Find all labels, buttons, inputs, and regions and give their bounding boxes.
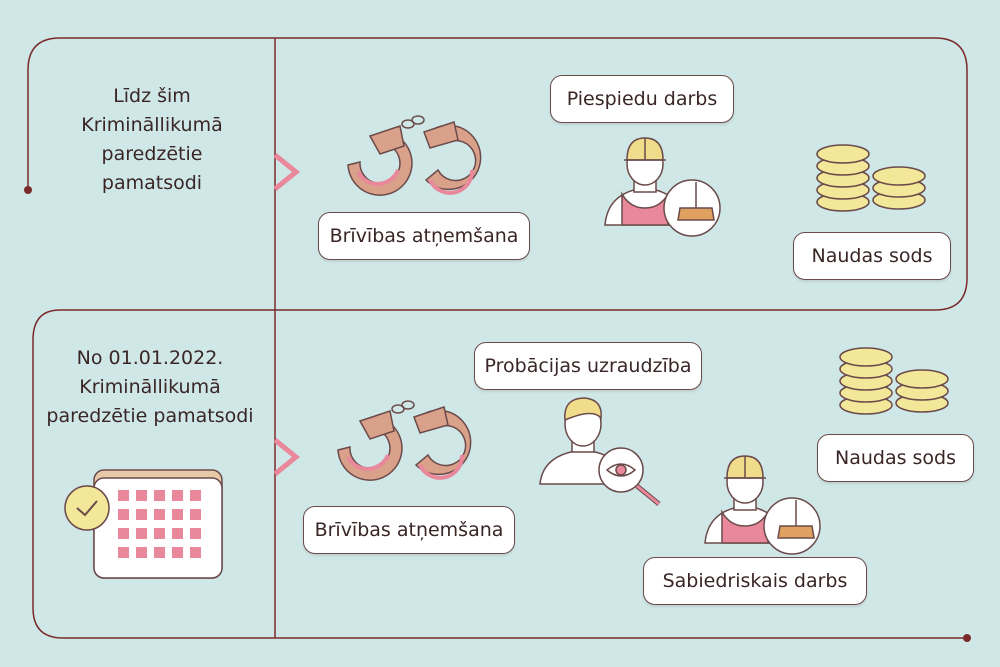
title-line: pamatsodi <box>101 172 203 194</box>
title-line: Līdz šim <box>113 85 191 107</box>
handcuffs-icon <box>337 400 472 481</box>
title-line: Krimināllikumā <box>79 376 221 398</box>
label-text: Brīvības atņemšana <box>329 225 519 247</box>
label-fine-bottom: Naudas sods <box>817 434 974 482</box>
title-line: paredzētie pamatsodi <box>46 405 254 427</box>
label-text: Sabiedriskais darbs <box>662 570 848 592</box>
coins-icon <box>816 144 926 212</box>
label-text: Piespiedu darbs <box>566 88 718 110</box>
title-line: No 01.01.2022. <box>76 347 224 369</box>
label-text: Naudas sods <box>834 447 957 469</box>
label-probation: Probācijas uzraudzība <box>474 342 702 390</box>
top-section-title: Līdz šim Krimināllikumā paredzētie pamat… <box>52 82 252 198</box>
label-text: Brīvības atņemšana <box>314 519 504 541</box>
bottom-section-title: No 01.01.2022. Krimināllikumā paredzētie… <box>40 344 260 431</box>
label-text: Naudas sods <box>811 245 933 267</box>
label-fine-top: Naudas sods <box>793 232 951 280</box>
calendar-icon <box>64 469 223 579</box>
handcuffs-icon <box>347 115 482 196</box>
probation-person-icon <box>539 397 661 506</box>
title-line: paredzētie <box>101 143 203 165</box>
label-deprivation-bottom: Brīvības atņemšana <box>303 506 515 554</box>
worker-icon <box>604 137 721 237</box>
worker-icon <box>704 455 821 555</box>
label-community-work: Sabiedriskais darbs <box>643 557 867 605</box>
label-deprivation-top: Brīvības atņemšana <box>318 212 530 260</box>
label-forced-labour: Piespiedu darbs <box>550 75 734 123</box>
title-line: Krimināllikumā <box>81 114 223 136</box>
label-text: Probācijas uzraudzība <box>484 355 692 377</box>
coins-icon <box>839 347 949 415</box>
